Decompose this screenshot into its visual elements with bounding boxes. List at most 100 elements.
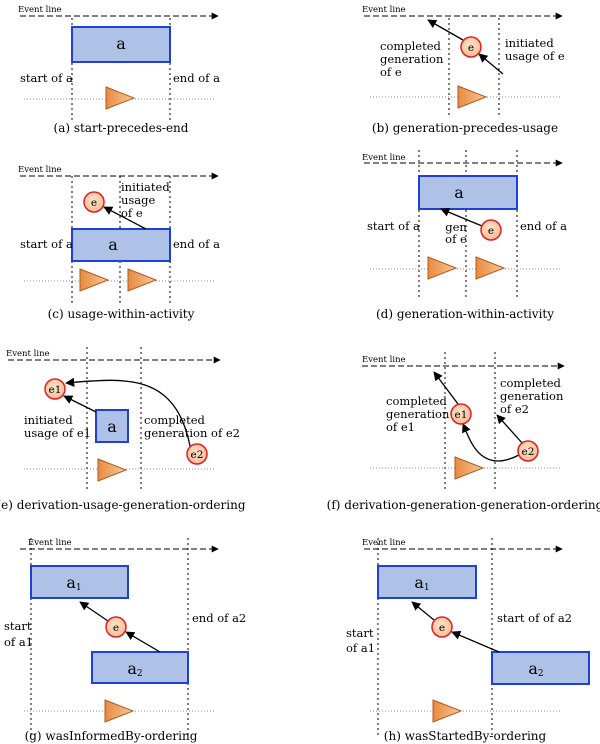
event-line-label: Event line	[18, 165, 62, 175]
end-label: end of a	[173, 71, 220, 85]
generation1-arrow	[433, 371, 459, 405]
generation-arrow	[427, 19, 464, 41]
usage-label-2: usage of e1	[24, 426, 91, 440]
entity-circle	[83, 191, 105, 213]
event-line-label: Event line	[362, 5, 406, 15]
generation-label-2: generation	[380, 52, 444, 66]
activity-box	[71, 26, 171, 63]
panel-a: Event line a start of a end of a (a) sta…	[18, 5, 220, 135]
activity1-box	[377, 565, 477, 599]
entity-label: e	[439, 622, 445, 634]
generation-label-1: completed	[380, 39, 442, 53]
activity2-box	[491, 651, 590, 685]
entity1-label: e1	[455, 409, 468, 421]
ordering-triangle	[104, 699, 135, 723]
generation2-label-2: generation	[500, 389, 564, 403]
generation2-label-1: completed	[500, 376, 562, 390]
activity1-label: a1	[66, 573, 81, 593]
panel-e: Event line e1 a e2 initiated usage of e1…	[0, 347, 246, 512]
entity2-circle	[186, 443, 208, 465]
entity-label: e	[91, 197, 97, 209]
generation-label-1: gen	[445, 220, 467, 234]
entity-circle	[480, 219, 502, 241]
caption-f: (f) derivation-generation-generation-ord…	[327, 498, 600, 512]
activity2-box	[91, 651, 189, 684]
ordering-triangle	[457, 85, 488, 109]
entity-label: e	[113, 622, 119, 634]
panel-d: Event line a e gen of e start of a end o…	[362, 150, 567, 321]
ordering-triangle	[105, 86, 136, 110]
generation-label-1: completed	[144, 413, 206, 427]
caption-b: (b) generation-precedes-usage	[372, 121, 558, 135]
entity-circle	[460, 36, 482, 58]
generation-arrow	[440, 207, 483, 227]
end-label: end of a	[173, 237, 220, 251]
generation1-label-1: completed	[386, 394, 448, 408]
derivation-arrow	[65, 377, 191, 447]
activity-box	[71, 228, 171, 262]
ordering-triangle-1	[427, 256, 458, 280]
usage-label-2: usage of e	[505, 49, 565, 63]
event-line-label: Event line	[28, 538, 72, 548]
caption-h: (h) wasStartedBy-ordering	[384, 729, 547, 743]
entity1-circle	[450, 403, 472, 425]
start-label: start of a	[20, 237, 73, 251]
panel-c: Event line a e initiated usage of e star…	[18, 165, 220, 321]
panel-b: Event line e completed generation of e i…	[362, 5, 565, 135]
generation-arrow	[79, 601, 109, 622]
start-label-1: start	[4, 619, 32, 633]
ordering-triangle-2	[475, 256, 506, 280]
activity-label: a	[116, 34, 126, 53]
caption-e: (e) derivation-usage-generation-ordering	[0, 498, 246, 512]
entity-label: e	[488, 225, 494, 237]
event-line-label: Event line	[6, 349, 50, 359]
ordering-triangle-2	[127, 268, 158, 292]
event-line-label: Event line	[362, 355, 406, 365]
caption-c: (c) usage-within-activity	[48, 307, 195, 321]
caption-g: (g) wasInformedBy-ordering	[25, 729, 198, 743]
panel-g: Event line a1 a2 e start of a1 end of a2…	[4, 538, 246, 743]
activity-label: a	[108, 235, 118, 254]
usage-label-2: usage	[121, 193, 156, 207]
event-line-label: Event line	[362, 538, 406, 548]
usage-label-3: of e	[121, 206, 143, 220]
usage-arrow	[63, 395, 97, 413]
activity-box	[95, 409, 129, 443]
generation2-label-3: of e2	[500, 402, 529, 416]
generation1-label-3: of e1	[386, 420, 415, 434]
usage-label-1: initiated	[24, 413, 73, 427]
panel-h: Event line a1 a2 e start of a1 start of …	[346, 538, 590, 743]
start-label: start of a	[367, 219, 420, 233]
generation1-label-2: generation	[386, 407, 450, 421]
entity1-circle	[44, 378, 66, 400]
entity-circle	[431, 616, 453, 638]
ordering-triangle	[97, 458, 128, 482]
ordering-triangle	[454, 456, 485, 480]
generation-label-2: generation of e2	[144, 426, 240, 440]
usage-label-1: initiated	[505, 36, 554, 50]
caption-d: (d) generation-within-activity	[376, 307, 554, 321]
ordering-triangle-1	[79, 268, 110, 292]
end-label: end of a2	[192, 611, 246, 625]
usage-arrow	[478, 53, 504, 75]
start-label-2: of a1	[4, 635, 33, 649]
caption-a: (a) start-precedes-end	[54, 121, 189, 135]
generation-label-3: of e	[380, 65, 402, 79]
generation-arrow	[411, 601, 435, 621]
end-label: end of a	[520, 219, 567, 233]
start-label-2: of a1	[346, 641, 375, 655]
activity-label: a	[107, 417, 117, 436]
activity2-label: a2	[127, 659, 142, 679]
usage-label-1: initiated	[121, 180, 170, 194]
activity1-label: a1	[414, 573, 429, 593]
activity2-label: a2	[528, 659, 543, 679]
entity1-label: e1	[49, 384, 62, 396]
activity-box	[418, 175, 518, 210]
start2-label: start of of a2	[497, 611, 572, 625]
usage-arrow	[103, 206, 147, 230]
event-line-label: Event line	[362, 153, 406, 163]
entity-label: e	[468, 42, 474, 54]
generation-label-2: of e	[445, 232, 467, 246]
generation2-arrow	[496, 414, 524, 445]
